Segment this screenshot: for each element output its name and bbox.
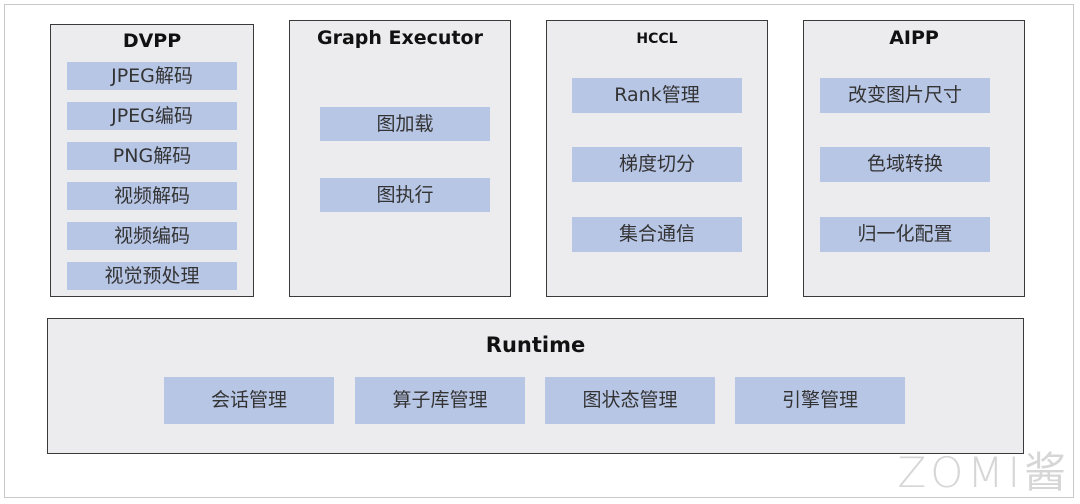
- hccl-item-gradient-split: 梯度切分: [572, 147, 742, 182]
- aipp-item-resize: 改变图片尺寸: [820, 78, 990, 113]
- module-title: AIPP: [889, 27, 939, 49]
- dvpp-item-video-encode: 视频编码: [67, 222, 237, 250]
- diagram-frame: [4, 4, 1074, 498]
- dvpp-item-jpeg-decode: JPEG解码: [67, 62, 237, 90]
- runtime-item-graph-state: 图状态管理: [545, 377, 715, 424]
- runtime-item-operator-lib: 算子库管理: [355, 377, 525, 424]
- module-title: DVPP: [122, 30, 182, 52]
- hccl-item-rank-management: Rank管理: [572, 78, 742, 113]
- dvpp-item-video-decode: 视频解码: [67, 182, 237, 210]
- dvpp-item-jpeg-encode: JPEG编码: [67, 102, 237, 130]
- watermark-logo: ZOMI酱: [897, 448, 1070, 497]
- runtime-item-engine: 引擎管理: [735, 377, 905, 424]
- module-title: Runtime: [485, 333, 586, 357]
- runtime-item-session: 会话管理: [164, 377, 334, 424]
- dvpp-item-png-decode: PNG解码: [67, 142, 237, 170]
- module-dvpp: DVPP JPEG解码 JPEG编码 PNG解码 视频解码 视频编码 视觉预处理: [50, 24, 254, 297]
- module-hccl: HCCL Rank管理 梯度切分 集合通信: [546, 20, 768, 297]
- dvpp-item-vision-preprocess: 视觉预处理: [67, 262, 237, 290]
- graph-executor-item-execute: 图执行: [320, 178, 490, 212]
- module-title: Graph Executor: [317, 27, 483, 49]
- module-title: HCCL: [636, 31, 678, 47]
- hccl-item-collective-comm: 集合通信: [572, 217, 742, 252]
- module-runtime: Runtime 会话管理 算子库管理 图状态管理 引擎管理: [47, 318, 1024, 454]
- aipp-item-normalize: 归一化配置: [820, 217, 990, 252]
- graph-executor-item-load: 图加载: [320, 107, 490, 141]
- aipp-item-color-space: 色域转换: [820, 147, 990, 182]
- module-aipp: AIPP 改变图片尺寸 色域转换 归一化配置: [803, 20, 1025, 297]
- module-graph-executor: Graph Executor 图加载 图执行: [289, 20, 511, 297]
